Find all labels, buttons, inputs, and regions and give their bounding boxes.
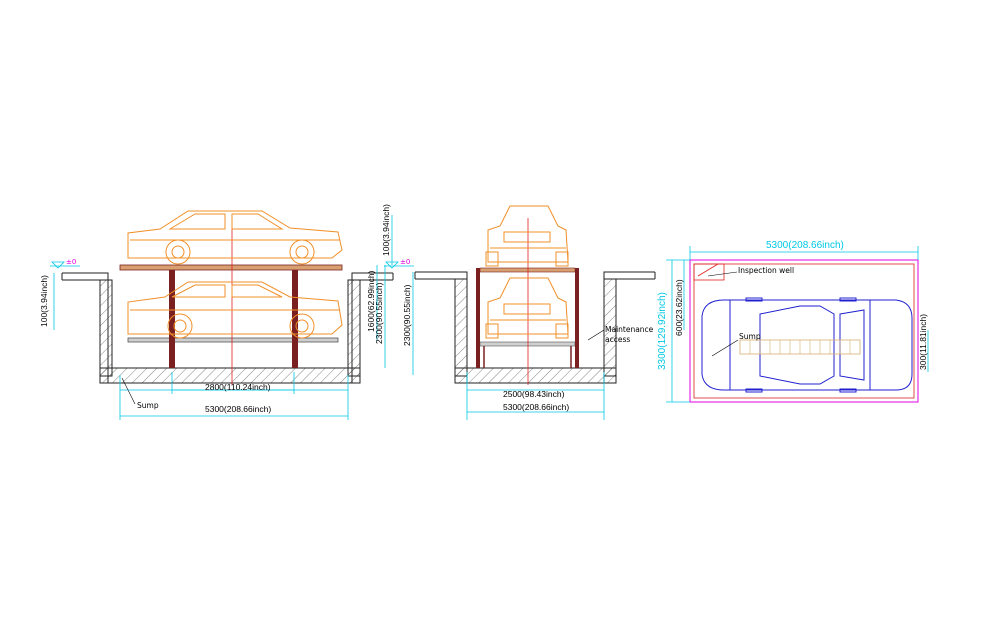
plan-sump-300-label: 300(11.81inch) [918,314,928,370]
upper-car-side [127,210,343,265]
side-view: ±0 ±0 [39,204,414,420]
side-top-100-label: 100(3.94inch) [381,204,391,256]
level-mark-right: ±0 [400,258,410,266]
plan-outline [689,259,919,403]
maintenance-label-2: access [605,335,630,344]
plan-car [701,297,913,393]
level-mark-left: ±0 [66,258,76,266]
front-dim-lines [412,272,605,420]
inspection-well [693,263,725,281]
front-frame [476,267,579,368]
side-depth-100-label: 100(3.94inch) [39,275,49,327]
front-height-2300-label: 2300(90.55inch) [402,284,412,346]
front-pit-walls [414,271,656,384]
lower-car-front [485,277,569,339]
side-span-2800-label: 2800(110.24inch) [205,382,271,392]
plan-offset-600-label: 600(23.62inch) [674,279,684,336]
side-posts [169,270,298,368]
front-view: 2300(90.55inch) Maintenance access 2500(… [402,205,656,420]
plan-dim-lines [666,246,929,403]
plan-sump-label: Sump [739,332,761,341]
side-dim-lines [53,215,393,420]
level-marks: ±0 ±0 [50,258,414,269]
side-height-2300-label: 2300(90.55inch) [374,282,384,344]
side-height-1600-label: 1600(62.99inch) [366,270,376,332]
plan-width-3300-label: 3300(129.92inch) [657,292,668,370]
maintenance-label-1: Maintenance [605,325,654,334]
lower-car-side [127,281,343,339]
upper-platform [119,264,343,271]
side-length-5300-label: 5300(208.66inch) [205,404,271,414]
upper-car-front [485,205,569,267]
side-pit-walls [61,272,394,384]
front-width-2500-label: 2500(98.43inch) [503,389,565,399]
front-width-5300-label: 5300(208.66inch) [503,402,569,412]
side-sump-label: Sump [137,401,159,410]
plan-view: Inspection well Sump [657,240,929,403]
plan-length-5300-label: 5300(208.66inch) [766,240,844,251]
lower-platform [127,337,339,343]
inspection-well-label: Inspection well [738,266,794,275]
